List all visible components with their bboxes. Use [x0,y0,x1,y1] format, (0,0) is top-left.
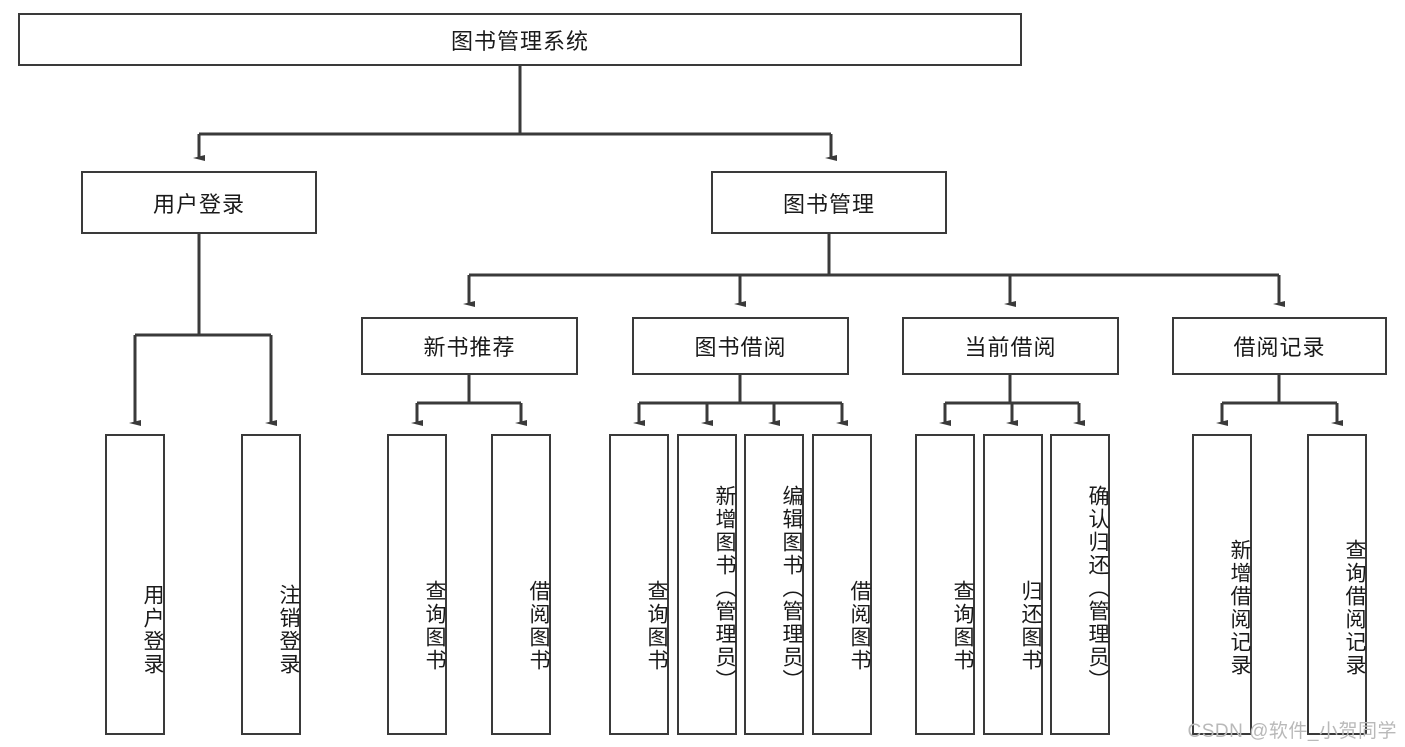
node-label: 编辑图书（管理员） [780,485,803,692]
node-label: 新增图书（管理员） [713,485,736,692]
node-label: 用户登录 [141,583,164,676]
node-book-borrow[interactable]: 图书借阅 [632,317,849,375]
leaf-book-borrow-add-book-admin[interactable]: 新增图书（管理员） [677,434,737,735]
node-label: 借阅记录 [1233,335,1326,360]
node-book-management[interactable]: 图书管理 [711,171,947,234]
leaf-borrow-record-add-record[interactable]: 新增借阅记录 [1192,434,1252,735]
csdn-watermark: CSDN @软件_小贺同学 [1187,721,1397,742]
node-label: 借阅图书 [527,579,550,672]
node-label: 图书管理系统 [450,28,589,54]
node-label: 查询图书 [951,579,974,672]
node-label: 查询借阅记录 [1343,538,1366,677]
node-borrow-record[interactable]: 借阅记录 [1172,317,1387,375]
node-label: 借阅图书 [848,579,871,672]
node-label: 查询图书 [423,579,446,672]
leaf-book-borrow-query-book[interactable]: 查询图书 [609,434,669,735]
node-label: 图书借阅 [694,335,787,360]
leaf-current-borrow-query-book[interactable]: 查询图书 [915,434,975,735]
node-label: 用户登录 [152,191,245,217]
node-current-borrow[interactable]: 当前借阅 [902,317,1119,375]
leaf-borrow-record-query-record[interactable]: 查询借阅记录 [1307,434,1367,735]
node-new-book-recommend[interactable]: 新书推荐 [361,317,578,375]
leaf-user-login-login[interactable]: 用户登录 [105,434,165,735]
leaf-new-book-borrow-book[interactable]: 借阅图书 [491,434,551,735]
node-label: 确认归还（管理员） [1086,485,1109,692]
node-label: 注销登录 [277,583,300,676]
leaf-book-borrow-borrow-book[interactable]: 借阅图书 [812,434,872,735]
leaf-new-book-query-book[interactable]: 查询图书 [387,434,447,735]
node-user-login[interactable]: 用户登录 [81,171,317,234]
node-label: 查询图书 [645,579,668,672]
node-root-book-management-system[interactable]: 图书管理系统 [18,13,1022,66]
leaf-book-borrow-edit-book-admin[interactable]: 编辑图书（管理员） [744,434,804,735]
leaf-user-login-logout[interactable]: 注销登录 [241,434,301,735]
node-label: 归还图书 [1019,579,1042,672]
node-label: 新增借阅记录 [1228,538,1251,677]
leaf-current-borrow-return-book[interactable]: 归还图书 [983,434,1043,735]
node-label: 当前借阅 [964,335,1057,360]
node-label: 图书管理 [782,191,875,217]
node-label: 新书推荐 [423,335,516,360]
leaf-current-borrow-confirm-return-admin[interactable]: 确认归还（管理员） [1050,434,1110,735]
